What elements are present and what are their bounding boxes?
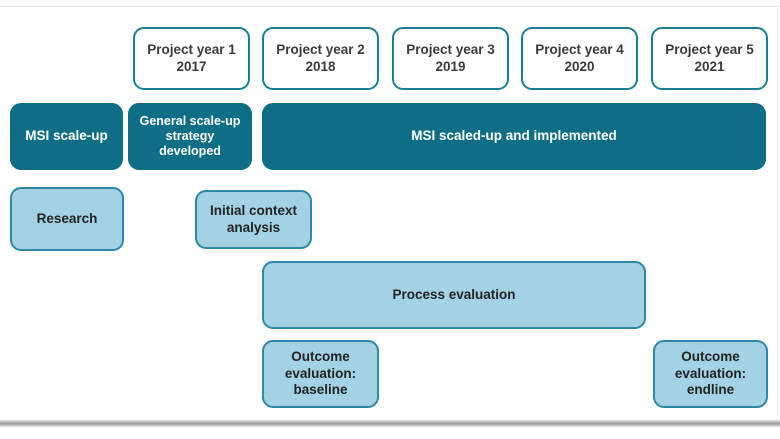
bar-outcome-evaluation-endline-label: Outcome evaluation: endline	[674, 349, 747, 398]
bar-outcome-evaluation-baseline-label: Outcome evaluation: baseline	[284, 349, 357, 398]
right-divider	[777, 6, 778, 420]
track-label-msi-scale-up[interactable]: MSI scale-up	[10, 103, 123, 170]
bar-msi-scaled-up-and-implemented-label: MSI scaled-up and implemented	[411, 128, 617, 144]
bar-general-scale-up-strategy-developed[interactable]: General scale-up strategy developed	[128, 103, 252, 170]
project-year-1-chip[interactable]: Project year 1 2017	[133, 27, 250, 90]
bar-outcome-evaluation-endline[interactable]: Outcome evaluation: endline	[653, 340, 768, 408]
project-year-4-label: Project year 4 2020	[535, 42, 624, 74]
track-label-research[interactable]: Research	[10, 187, 124, 251]
bar-initial-context-analysis[interactable]: Initial context analysis	[195, 190, 312, 249]
project-year-1-label: Project year 1 2017	[147, 42, 236, 74]
project-year-3-chip[interactable]: Project year 3 2019	[392, 27, 509, 90]
bar-initial-context-analysis-label: Initial context analysis	[209, 203, 297, 235]
track-label-research-text: Research	[36, 210, 98, 226]
project-year-2-label: Project year 2 2018	[276, 42, 365, 74]
bar-process-evaluation[interactable]: Process evaluation	[262, 261, 646, 329]
project-year-5-label: Project year 5 2021	[665, 42, 754, 74]
bar-general-scale-up-strategy-developed-label: General scale-up strategy developed	[139, 113, 241, 159]
bar-process-evaluation-label: Process evaluation	[392, 286, 516, 302]
project-year-5-chip[interactable]: Project year 5 2021	[651, 27, 768, 90]
top-divider	[0, 6, 780, 7]
project-year-2-chip[interactable]: Project year 2 2018	[262, 27, 379, 90]
track-label-msi-scale-up-text: MSI scale-up	[25, 128, 108, 144]
bottom-divider	[0, 419, 780, 428]
bar-msi-scaled-up-and-implemented[interactable]: MSI scaled-up and implemented	[262, 103, 766, 170]
project-year-4-chip[interactable]: Project year 4 2020	[521, 27, 638, 90]
project-year-3-label: Project year 3 2019	[406, 42, 495, 74]
bar-outcome-evaluation-baseline[interactable]: Outcome evaluation: baseline	[262, 340, 379, 408]
